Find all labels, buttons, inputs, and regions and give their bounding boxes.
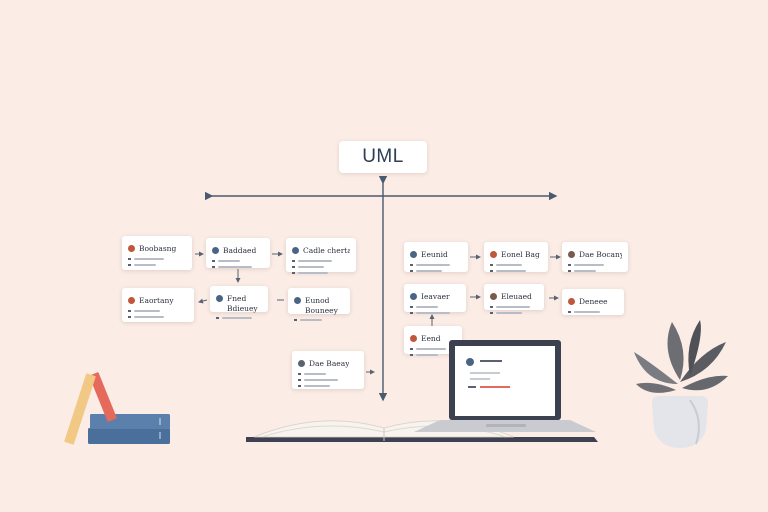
- relation-arrow: [198, 298, 208, 304]
- books-icon: [64, 372, 170, 445]
- class-card: Cadle chertay: [286, 238, 356, 274]
- class-attribute-line: [410, 311, 460, 314]
- class-attribute-line: [216, 316, 262, 319]
- class-icon: [216, 294, 223, 302]
- class-card: Eonel Bag: [484, 242, 548, 272]
- class-attribute-line: [292, 265, 350, 268]
- class-header: Dae Bocany: [568, 248, 622, 260]
- class-icon: [128, 296, 135, 304]
- class-header: Dae Baeay: [298, 357, 358, 369]
- class-name: Eeunid: [421, 249, 448, 259]
- class-attribute-line: [490, 305, 538, 308]
- class-header: Eeunid: [410, 248, 462, 260]
- class-name: Eleuaed: [501, 291, 532, 301]
- class-name-secondary: Bouneey: [305, 306, 338, 315]
- class-attribute-line: [410, 269, 462, 272]
- class-attribute-line: [410, 305, 460, 308]
- class-attribute-line: [568, 263, 622, 266]
- class-name: Deneee: [579, 296, 608, 306]
- class-name: Dae Baeay: [309, 358, 350, 368]
- class-card: Boobasng: [122, 236, 192, 270]
- class-header: Baddaed: [212, 244, 264, 256]
- class-name: Eonel Bag: [501, 249, 540, 259]
- class-attribute-line: [294, 318, 344, 321]
- class-attribute-line: [568, 310, 618, 313]
- class-icon: [410, 250, 417, 258]
- class-icon: [410, 334, 417, 342]
- class-icon: [294, 296, 301, 304]
- class-name: Baddaed: [223, 245, 257, 255]
- diagram-title: UML: [339, 141, 427, 173]
- class-header: Deneee: [568, 295, 618, 307]
- class-icon: [212, 246, 219, 254]
- class-attribute-line: [490, 311, 538, 314]
- class-name: Eend: [421, 333, 441, 343]
- class-name: Eaortany: [139, 295, 174, 305]
- class-card: Eleuaed: [484, 284, 544, 314]
- class-header: Eaortany: [128, 294, 188, 306]
- class-attribute-line: [568, 269, 622, 272]
- class-attribute-line: [292, 271, 350, 274]
- class-attribute-line: [128, 309, 188, 312]
- class-header: Eleuaed: [490, 290, 538, 302]
- laptop-icon: [414, 340, 596, 432]
- class-name: Dae Bocany: [579, 249, 622, 259]
- class-header: Eonel Bag: [490, 248, 542, 260]
- class-attribute-line: [292, 259, 350, 262]
- class-attribute-line: [212, 259, 264, 262]
- class-header: Eend: [410, 332, 456, 344]
- class-icon: [128, 244, 135, 252]
- class-card: Ieavaer: [404, 284, 466, 314]
- class-attribute-line: [128, 257, 186, 260]
- class-attribute-line: [128, 263, 186, 266]
- class-name: Boobasng: [139, 243, 177, 253]
- class-name: Eunod: [305, 295, 330, 305]
- class-attribute-line: [298, 378, 358, 381]
- class-attribute-line: [212, 265, 264, 268]
- class-icon: [568, 297, 575, 305]
- class-header: Fned: [216, 292, 262, 304]
- class-card: Dae Bocany: [562, 242, 628, 272]
- class-icon: [490, 292, 497, 300]
- class-card: Baddaed: [206, 238, 270, 268]
- class-attribute-line: [490, 269, 542, 272]
- class-name: Cadle chertay: [303, 245, 350, 255]
- class-attribute-line: [298, 372, 358, 375]
- class-header: Ieavaer: [410, 290, 460, 302]
- class-attribute-line: [410, 353, 456, 356]
- class-attribute-line: [410, 263, 462, 266]
- class-header: Boobasng: [128, 242, 186, 254]
- class-attribute-line: [490, 263, 542, 266]
- class-header: Eunod: [294, 294, 344, 306]
- class-name: Ieavaer: [421, 291, 450, 301]
- class-card: Dae Baeay: [292, 351, 364, 389]
- class-icon: [568, 250, 575, 258]
- class-icon: [292, 246, 299, 254]
- class-name: Fned: [227, 293, 247, 303]
- class-attribute-line: [410, 347, 456, 350]
- class-card: Deneee: [562, 289, 624, 315]
- class-icon: [298, 359, 305, 367]
- class-card: Eeunid: [404, 242, 468, 272]
- class-attribute-line: [128, 315, 188, 318]
- class-icon: [410, 292, 417, 300]
- class-header: Cadle chertay: [292, 244, 350, 256]
- class-attribute-line: [298, 384, 358, 387]
- plant-icon: [634, 320, 728, 448]
- class-card: Eaortany: [122, 288, 194, 322]
- class-icon: [490, 250, 497, 258]
- class-name-secondary: Bdieuey: [227, 304, 258, 313]
